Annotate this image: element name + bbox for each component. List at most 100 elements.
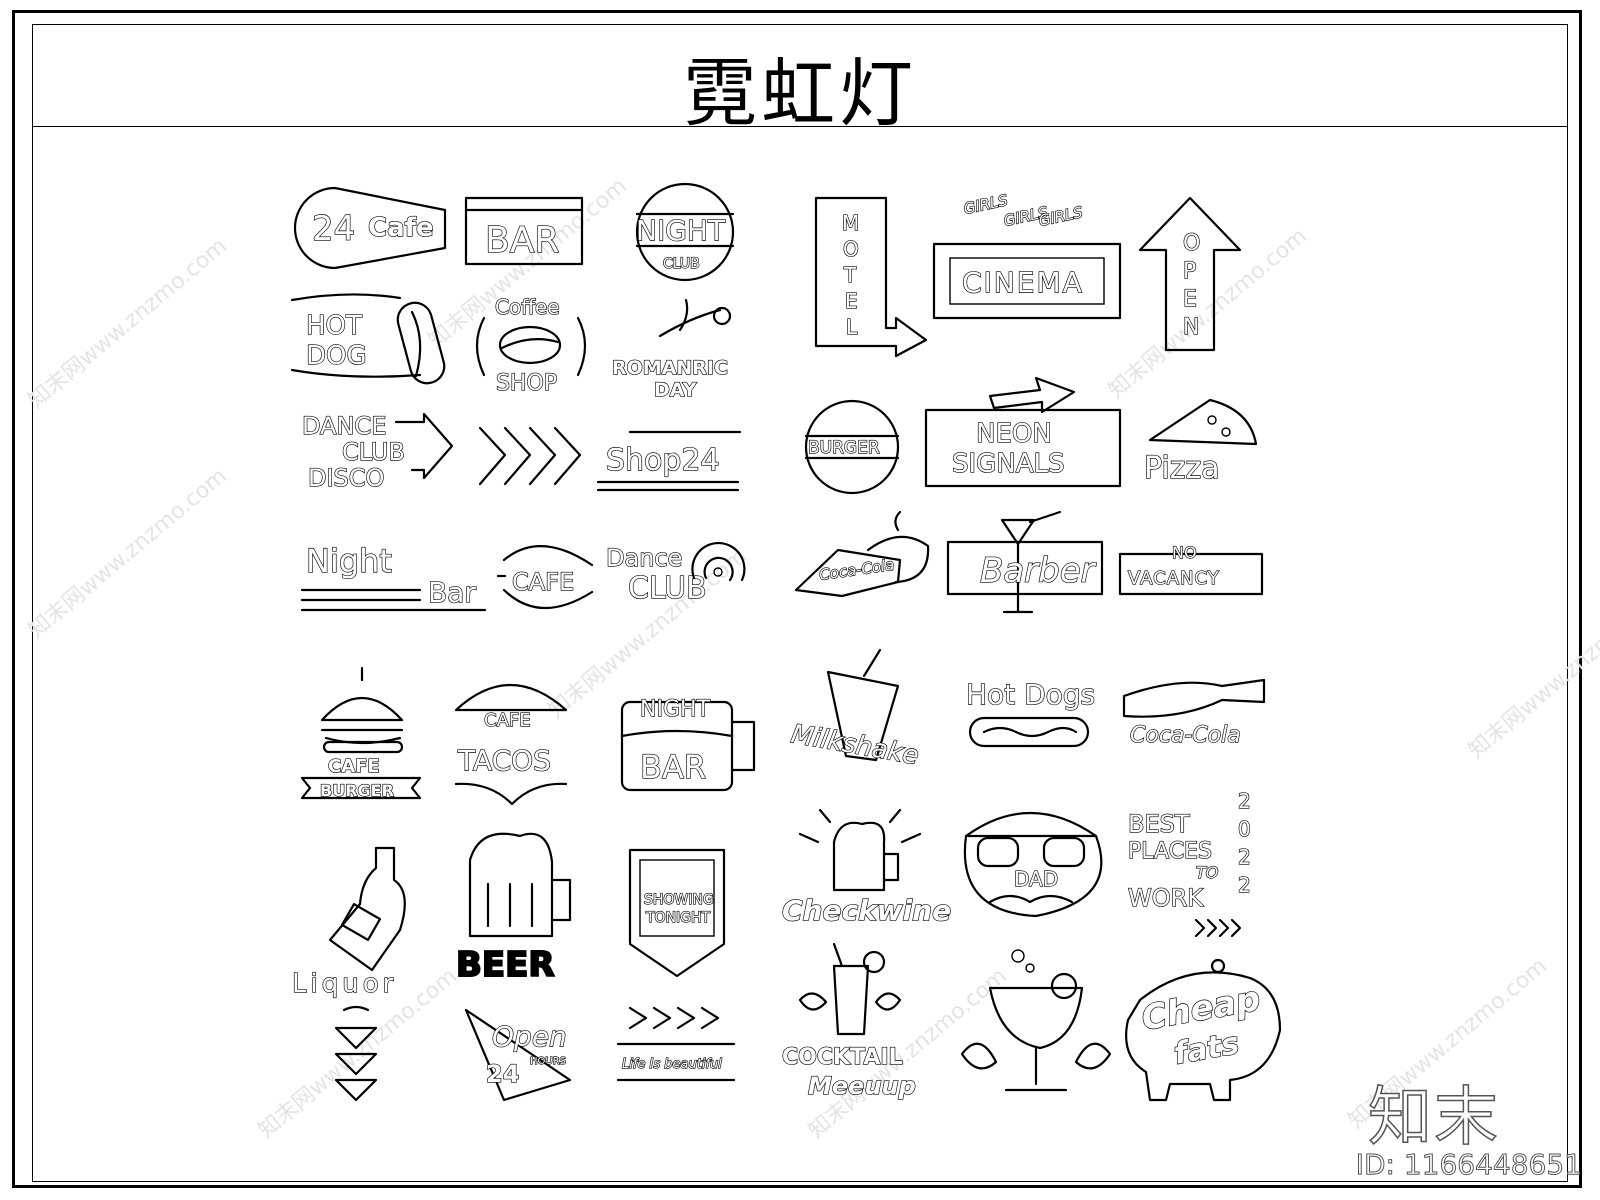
svg-text:NIGHT: NIGHT [640,697,711,722]
sign-hot-dog: HOT DOG [290,293,446,385]
svg-text:CLUB: CLUB [342,438,405,466]
sign-life-beautiful: Life Is beautiful [616,1006,736,1082]
svg-text:Night: Night [306,542,392,580]
sign-showing-tonight: SHOWING TONIGHT [628,848,726,978]
svg-text:Coffee: Coffee [495,295,560,319]
sign-liquor: Liquor [291,846,406,1000]
svg-text:BEST: BEST [1128,810,1190,838]
svg-text:O: O [843,237,859,261]
svg-text:CAFE: CAFE [512,568,574,596]
svg-text:Barber: Barber [980,551,1097,591]
sign-night-text: NIGHT [636,214,726,247]
svg-text:0: 0 [1238,817,1251,841]
sign-best-places: BEST PLACES TO WORK 2 0 2 2 [1127,788,1251,938]
brand-logo: 知末 [1367,1080,1500,1156]
svg-text:Pizza: Pizza [1144,451,1220,486]
svg-text:2: 2 [1238,845,1251,869]
svg-text:O: O [1183,231,1200,256]
sign-coca-cola-arrow: Coca-Cola [794,510,930,598]
title-divider [32,126,1568,127]
sign-romantic-day: ROMANRIC DAY [611,298,732,402]
image-id-label: ID: 1166448651 [1355,1148,1582,1182]
svg-text:HOT: HOT [306,311,362,341]
svg-text:Life Is beautiful: Life Is beautiful [622,1057,722,1072]
svg-text:NEON: NEON [976,419,1052,449]
svg-text:SIGNALS: SIGNALS [952,449,1065,479]
svg-text:Coca-Cola: Coca-Cola [818,556,895,584]
sign-cafe-tacos: CAFE TACOS [454,683,568,806]
sign-24-cafe: 24 Cafe [293,186,447,270]
svg-text:SHOWING: SHOWING [644,892,714,908]
svg-text:COCKTAIL: COCKTAIL [782,1045,903,1070]
sign-night-bar: Night Bar [300,541,487,612]
svg-text:Milkshake: Milkshake [789,719,921,771]
svg-text:E: E [1183,287,1197,312]
inner-border [32,24,1568,1182]
sign-cafe-round: CAFE [496,545,594,610]
svg-text:Checkwine: Checkwine [782,894,951,927]
svg-text:ROMANRIC: ROMANRIC [612,357,728,379]
svg-text:Hot Dogs: Hot Dogs [966,678,1095,711]
svg-text:BEER: BEER [456,945,555,985]
sign-bar-text: BAR [485,220,559,261]
svg-text:CAFE: CAFE [328,756,380,777]
svg-text:TONIGHT: TONIGHT [645,910,711,926]
svg-text:VACANCY: VACANCY [1128,568,1220,589]
sign-neon-signals: NEON SIGNALS [924,376,1122,488]
margarita-glass-icon [960,949,1112,1092]
sign-pizza: Pizza [1143,398,1258,487]
svg-text:BAR: BAR [640,748,706,786]
sign-no-vacancy: NO VACANCY [1118,542,1264,596]
svg-text:Liquor: Liquor [292,969,397,999]
sign-barber: Barber [946,510,1104,614]
sign-checkwine: Checkwine [781,808,952,928]
sign-beer: BEER [455,832,572,986]
svg-text:Coca-Cola: Coca-Cola [1130,723,1241,748]
svg-text:NO: NO [1172,543,1197,562]
sign-cocktail-meetup: COCKTAIL Meeuup [781,942,916,1101]
sign-cheap-eats: Cheap fats [1125,958,1282,1102]
svg-text:PLACES: PLACES [1128,839,1212,864]
sign-coca-cola-bottle: Coca-Cola [1122,678,1266,749]
svg-text:DOG: DOG [306,341,367,371]
sign-milkshake: Milkshake [788,648,922,772]
svg-text:P: P [1183,259,1196,284]
svg-text:DAY: DAY [654,379,697,401]
svg-text:Shop24: Shop24 [606,443,720,478]
svg-text:2: 2 [1238,789,1251,813]
svg-text:DISCO: DISCO [308,464,384,492]
svg-text:CAFE: CAFE [484,710,531,731]
sign-night-bar-mug: NIGHT BAR [620,696,756,792]
sign-chevrons [478,426,582,486]
outer-border [12,10,1582,1188]
sign-cinema-text: CINEMA [962,266,1084,299]
sign-girls-cinema: GIRLS GIRLS GIRLS CINEMA [932,190,1122,320]
svg-text:CLUB: CLUB [628,571,707,606]
sign-shop24: Shop24 [596,430,742,492]
svg-text:DAD: DAD [1014,867,1058,891]
sign-night-club: NIGHT CLUB [635,182,735,282]
svg-text:2: 2 [1238,873,1251,897]
sign-burger: BURGER [804,399,900,495]
sign-open-arrow: O P E N [1138,196,1242,352]
sign-motel: M O T E L [814,196,928,358]
svg-text:N: N [1183,315,1199,340]
svg-text:T: T [843,263,857,287]
sign-dance-club-disco: DANCE CLUB DISCO [301,411,454,493]
svg-text:Dance: Dance [606,544,682,572]
sign-club-text: CLUB [663,256,700,272]
sign-dance-club: Dance CLUB [605,541,746,607]
svg-text:TACOS: TACOS [457,744,551,777]
page-title: 霓虹灯 [683,51,917,137]
sign-24-cafe-word: Cafe [368,213,434,243]
sign-24-cafe-num: 24 [312,209,355,249]
svg-text:DANCE: DANCE [302,412,386,440]
sign-coffee-shop: Coffee SHOP [475,294,587,397]
sign-open-24-hours: Open 24 HOURS [464,1008,572,1102]
svg-text:M: M [842,211,859,235]
svg-text:L: L [846,315,858,339]
svg-text:E: E [845,289,858,313]
svg-text:HOURS: HOURS [530,1056,566,1067]
